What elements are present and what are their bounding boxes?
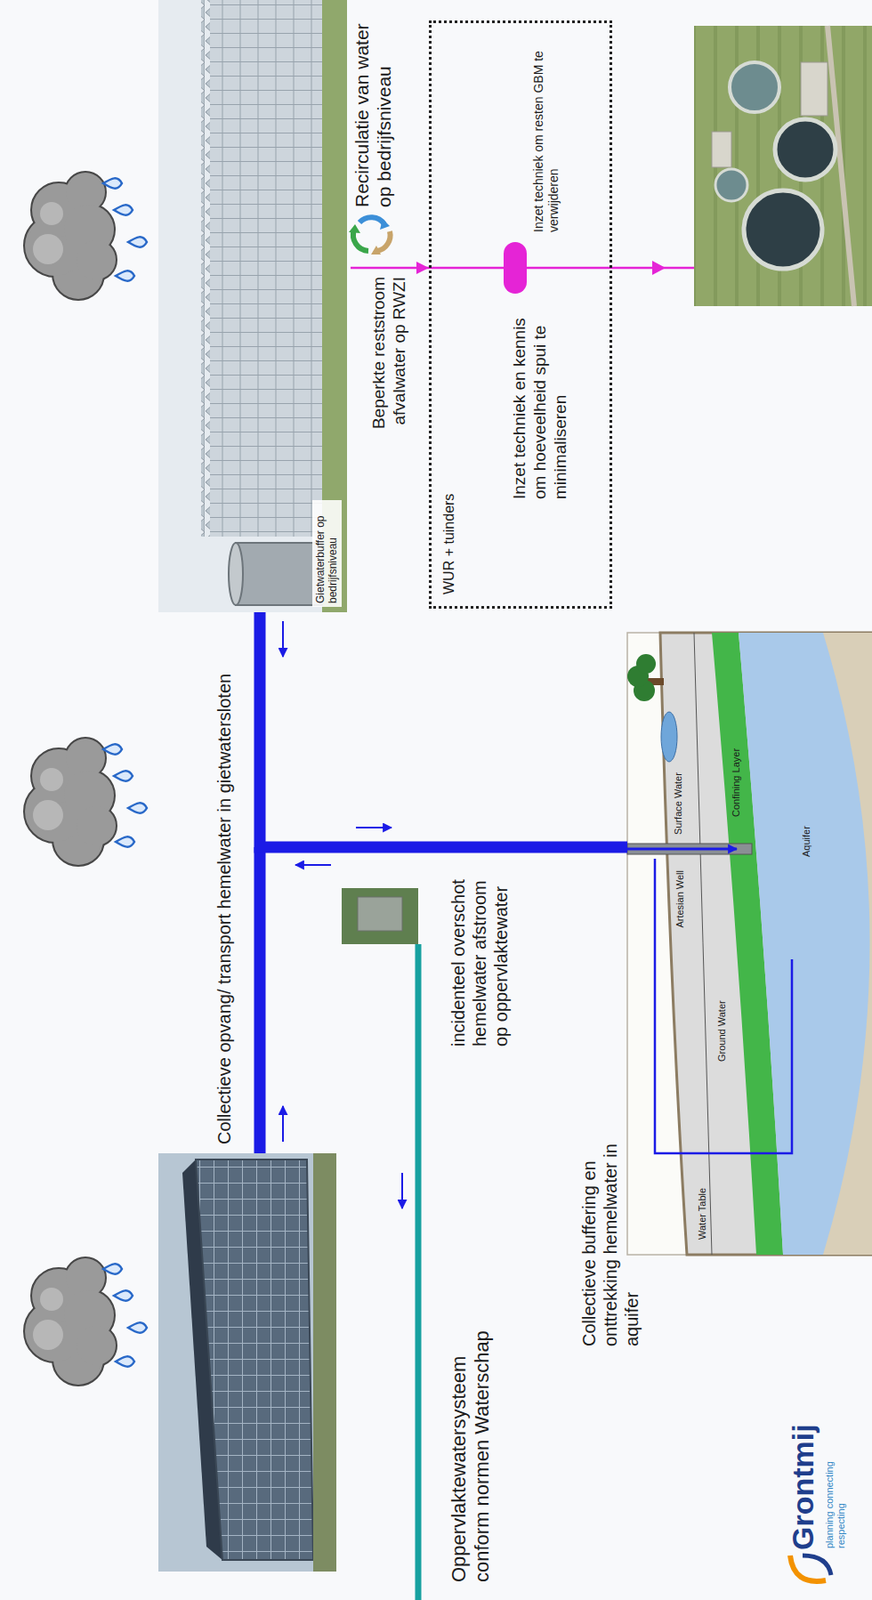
recycle-icon <box>359 217 385 225</box>
layer-label: Aquifer <box>800 825 813 857</box>
channel-label: Collectieve opvang/ transport hemelwater… <box>213 673 235 1145</box>
greenhouse-roof <box>201 0 210 537</box>
buffer-bracket-line <box>654 858 792 1154</box>
scope-box: WUR + tuinders Inzet techniek en kennis o… <box>428 20 613 609</box>
flow-arrow <box>401 1172 404 1209</box>
recycle-icon <box>377 231 391 251</box>
flow-arrow <box>295 863 332 866</box>
office-photo-sky <box>158 1153 337 1572</box>
surface-water-pond <box>661 711 678 762</box>
bedrock <box>823 632 872 1255</box>
connector-label: Beperkte reststroom afvalwater op RWZI <box>369 276 411 455</box>
rain-cloud <box>24 738 147 865</box>
overflow-label: incidenteel overschot hemelwater afstroo… <box>447 859 512 1047</box>
aquifer-label: Collectieve buffering en onttrekking hem… <box>578 1104 643 1347</box>
greenhouse-photo-sky <box>158 0 348 613</box>
layer-label: Artesian Well <box>674 870 687 935</box>
inlet-photo <box>341 888 419 945</box>
collective-water-connector <box>259 612 628 848</box>
layer-label: Ground Water <box>716 1000 728 1062</box>
rwzi-tank <box>729 62 780 113</box>
tree-crown <box>636 654 656 674</box>
office-building <box>195 1159 314 1560</box>
rwzi-building <box>711 131 732 168</box>
layer-label: Confining Layer <box>730 748 743 817</box>
rwzi-tank <box>743 190 823 269</box>
greenhouse-glass <box>209 0 323 537</box>
rwzi-tank <box>775 119 836 180</box>
recycle-icon <box>379 218 390 230</box>
well-flow <box>627 847 737 851</box>
water-buffer-tank-top <box>228 542 243 606</box>
logo-name: Grontmij <box>784 1423 822 1551</box>
logo-mark <box>802 1555 832 1575</box>
waste-water-connector <box>350 266 429 270</box>
arrow-head <box>652 260 666 275</box>
flow-arrow <box>355 826 392 829</box>
logo-tagline: planning connecting respecting <box>823 1432 848 1549</box>
measure-text: Inzet techniek om resten GBM te verwijde… <box>531 25 562 233</box>
rwzi-building <box>800 62 828 116</box>
aquifer-layer <box>738 632 872 1255</box>
rwzi-photo <box>694 25 872 307</box>
greenhouse-photo: Gietwaterbuffer op bedrijfsniveau <box>158 0 351 613</box>
flow-arrow <box>282 1106 284 1142</box>
soil-layer <box>660 632 872 1255</box>
layer-label: Surface Water <box>672 772 685 835</box>
artesian-well-pipe <box>627 843 752 855</box>
rain-cloud <box>24 172 147 299</box>
surface-water-label: Oppervlaktewatersysteem conform normen W… <box>447 1288 495 1583</box>
water-table-line <box>694 632 712 1255</box>
water-buffer-tank <box>235 542 323 606</box>
recycle-icon <box>353 229 369 251</box>
aquifer-frame <box>627 632 872 1255</box>
partner-note: WUR + tuinders <box>440 493 458 595</box>
collective-water-channel <box>254 847 267 1154</box>
surface-water-line <box>415 944 422 1600</box>
aquifer-cross-section: Water Table Ground Water Artesian Well Surf… <box>627 632 872 1255</box>
recycle-icon <box>371 245 381 255</box>
buffer-caption: Gietwaterbuffer op bedrijfsniveau <box>312 500 342 607</box>
treatment-pill <box>503 242 527 294</box>
measure-text: Inzet techniek en kennis om hoeveelheid … <box>509 301 571 500</box>
recirculation-label: Recirculatie van water op bedrijfsniveau <box>350 9 396 208</box>
rwzi-tank <box>715 169 748 202</box>
office-ground <box>313 1153 337 1572</box>
rain-cloud <box>24 1258 147 1385</box>
layer-label: Water Table <box>696 1187 709 1240</box>
flow-arrow <box>282 621 284 657</box>
recycle-icon <box>348 224 361 234</box>
inlet-structure <box>357 896 403 931</box>
